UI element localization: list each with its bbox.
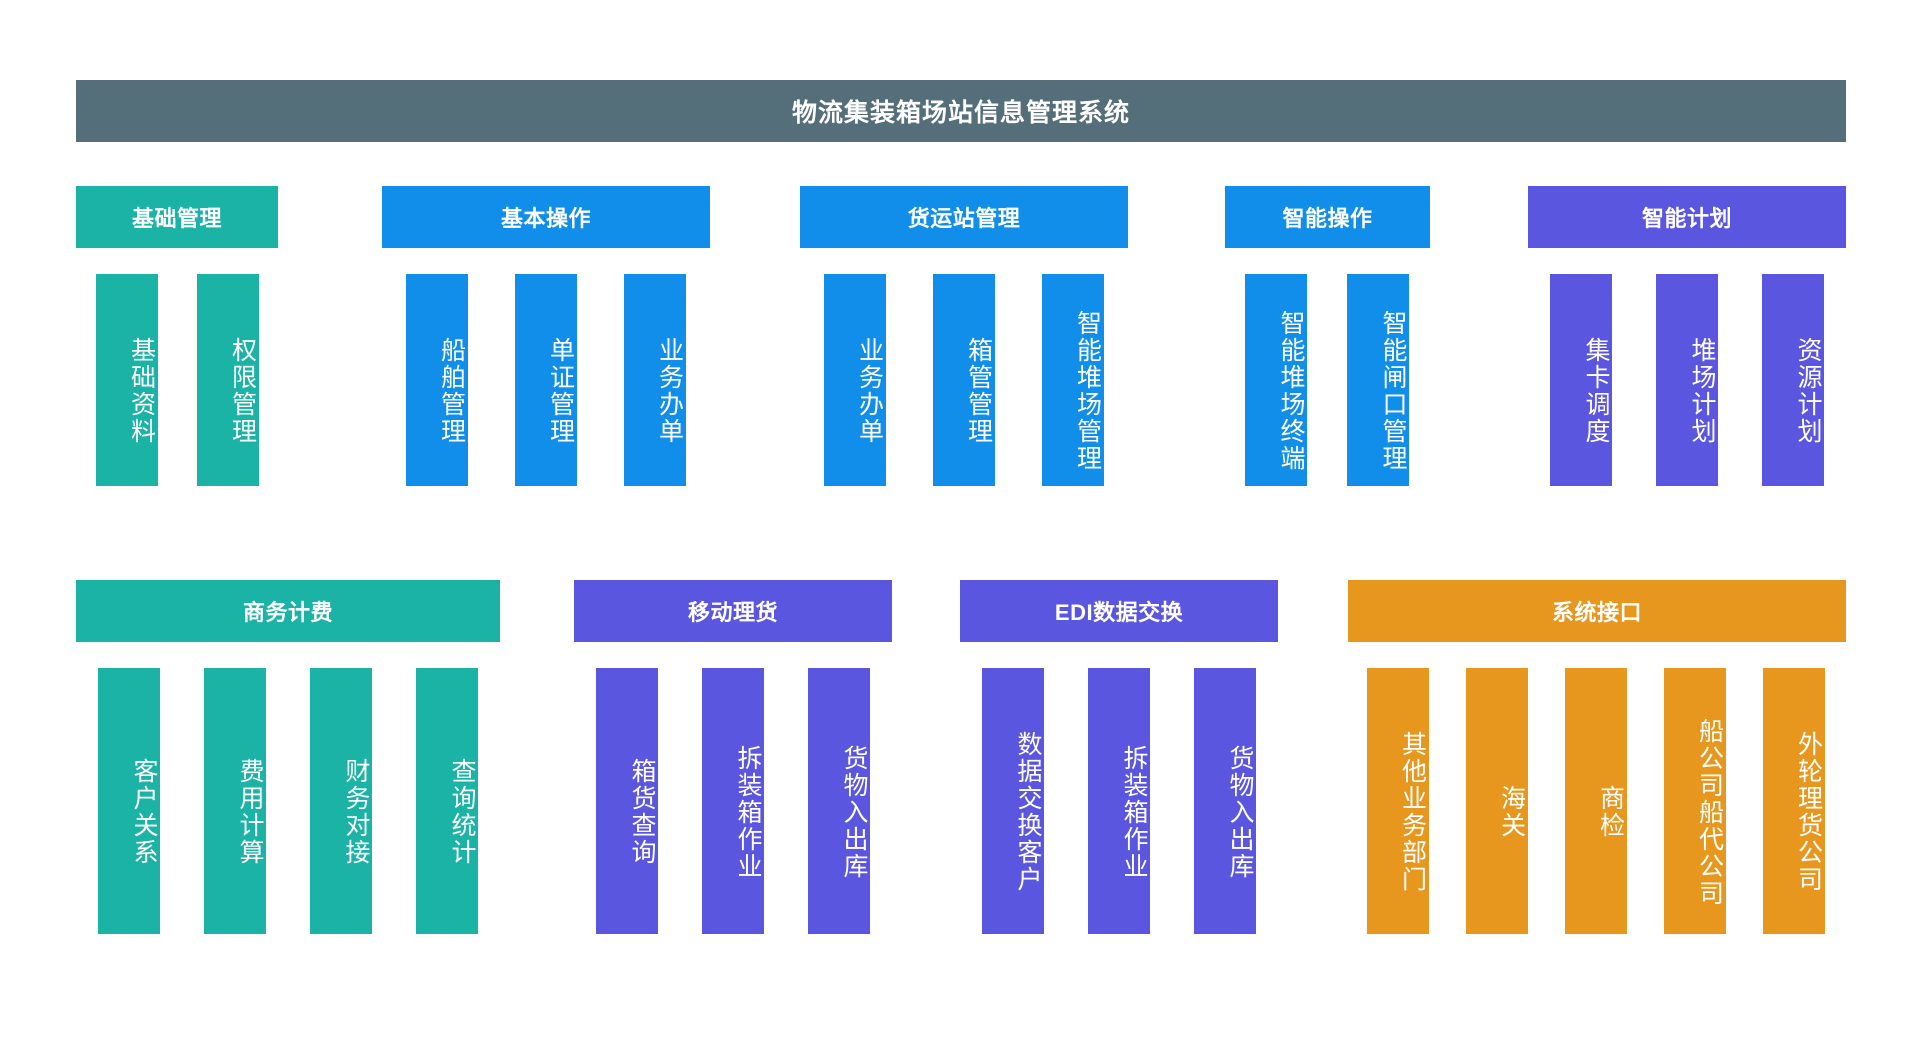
group-children-edi-exchange: 数据交换客户 拆装箱作业 货物入出库 <box>960 668 1278 934</box>
module-card[interactable]: 商检 <box>1564 668 1627 934</box>
module-label: 查询统计 <box>448 758 476 866</box>
module-label: 拆装箱作业 <box>734 744 762 880</box>
page-title: 物流集装箱场站信息管理系统 <box>791 99 1130 127</box>
group-header-freight-station[interactable]: 货运站管理 <box>800 186 1128 248</box>
module-card[interactable]: 业务办单 <box>823 274 886 486</box>
group-children-smart-ops: 智能堆场终端 智能闸口管理 <box>1225 274 1430 486</box>
module-label: 海关 <box>1497 785 1526 839</box>
module-card[interactable]: 箱货查询 <box>596 668 658 934</box>
module-label: 货物入出库 <box>1226 744 1254 880</box>
module-card[interactable]: 货物入出库 <box>1194 668 1256 934</box>
module-label: 货物入出库 <box>840 744 868 880</box>
module-label: 外轮理货公司 <box>1794 731 1823 893</box>
module-card[interactable]: 基础资料 <box>95 274 158 486</box>
group-label: 智能计划 <box>1641 206 1732 231</box>
group-label: 智能操作 <box>1282 206 1373 231</box>
module-label: 权限管理 <box>228 337 257 445</box>
module-card[interactable]: 数据交换客户 <box>982 668 1044 934</box>
group-children-smart-plan: 集卡调度 堆场计划 资源计划 <box>1528 274 1846 486</box>
group-header-business-billing[interactable]: 商务计费 <box>76 580 500 642</box>
group-smart-plan[interactable]: 智能计划 集卡调度 堆场计划 资源计划 <box>1528 186 1846 486</box>
group-label: 货运站管理 <box>907 206 1021 231</box>
module-label: 拆装箱作业 <box>1120 744 1148 880</box>
group-header-mobile-tally[interactable]: 移动理货 <box>574 580 892 642</box>
module-label: 堆场计划 <box>1688 337 1716 445</box>
module-label: 单证管理 <box>546 337 575 445</box>
module-card[interactable]: 堆场计划 <box>1656 274 1718 486</box>
module-card[interactable]: 智能闸口管理 <box>1347 274 1409 486</box>
module-card[interactable]: 箱管管理 <box>932 274 995 486</box>
group-children-system-interface: 其他业务部门 海关 商检 船公司船代公司 外轮理货公司 <box>1348 668 1846 934</box>
group-children-business-billing: 客户关系 费用计算 财务对接 查询统计 <box>76 668 500 934</box>
module-label: 基础资料 <box>127 337 156 445</box>
group-children-basic-ops: 船舶管理 单证管理 业务办单 <box>382 274 710 486</box>
module-label: 费用计算 <box>236 758 264 866</box>
module-card[interactable]: 其他业务部门 <box>1366 668 1429 934</box>
module-card[interactable]: 集卡调度 <box>1550 274 1612 486</box>
group-label: 基本操作 <box>500 206 591 231</box>
module-label: 船公司船代公司 <box>1695 717 1724 907</box>
module-label: 数据交换客户 <box>1014 731 1042 893</box>
system-title-bar: 物流集装箱场站信息管理系统 <box>76 80 1846 142</box>
group-mobile-tally[interactable]: 移动理货 箱货查询 拆装箱作业 货物入出库 <box>574 580 892 934</box>
group-header-smart-plan[interactable]: 智能计划 <box>1528 186 1846 248</box>
module-card[interactable]: 单证管理 <box>514 274 577 486</box>
module-label: 集卡调度 <box>1582 337 1610 445</box>
group-smart-ops[interactable]: 智能操作 智能堆场终端 智能闸口管理 <box>1225 186 1430 486</box>
module-label: 箱管管理 <box>964 337 993 445</box>
module-label: 船舶管理 <box>437 337 466 445</box>
module-label: 智能堆场终端 <box>1277 310 1305 472</box>
module-card[interactable]: 智能堆场终端 <box>1245 274 1307 486</box>
module-label: 客户关系 <box>130 758 158 866</box>
module-label: 财务对接 <box>342 758 370 866</box>
module-label: 资源计划 <box>1794 337 1822 445</box>
module-card[interactable]: 海关 <box>1465 668 1528 934</box>
module-label: 智能闸口管理 <box>1379 310 1407 472</box>
module-label: 商检 <box>1596 785 1625 839</box>
module-card[interactable]: 财务对接 <box>310 668 372 934</box>
module-card[interactable]: 智能堆场管理 <box>1041 274 1104 486</box>
module-label: 业务办单 <box>655 337 684 445</box>
module-card[interactable]: 船舶管理 <box>405 274 468 486</box>
group-header-basic-mgmt[interactable]: 基础管理 <box>76 186 278 248</box>
module-card[interactable]: 外轮理货公司 <box>1762 668 1825 934</box>
module-card[interactable]: 拆装箱作业 <box>702 668 764 934</box>
group-children-freight-station: 业务办单 箱管管理 智能堆场管理 <box>800 274 1128 486</box>
group-label: 基础管理 <box>131 206 222 231</box>
module-card[interactable]: 资源计划 <box>1762 274 1824 486</box>
group-basic-mgmt[interactable]: 基础管理 基础资料 权限管理 <box>76 186 278 486</box>
module-card[interactable]: 查询统计 <box>416 668 478 934</box>
module-card[interactable]: 货物入出库 <box>808 668 870 934</box>
group-label: 移动理货 <box>687 600 778 625</box>
group-business-billing[interactable]: 商务计费 客户关系 费用计算 财务对接 查询统计 <box>76 580 500 934</box>
module-card[interactable]: 客户关系 <box>98 668 160 934</box>
group-children-basic-mgmt: 基础资料 权限管理 <box>76 274 278 486</box>
module-card[interactable]: 费用计算 <box>204 668 266 934</box>
group-header-smart-ops[interactable]: 智能操作 <box>1225 186 1430 248</box>
group-basic-ops[interactable]: 基本操作 船舶管理 单证管理 业务办单 <box>382 186 710 486</box>
module-card[interactable]: 船公司船代公司 <box>1663 668 1726 934</box>
module-label: 箱货查询 <box>628 758 656 866</box>
group-header-edi-exchange[interactable]: EDI数据交换 <box>960 580 1278 642</box>
group-header-system-interface[interactable]: 系统接口 <box>1348 580 1846 642</box>
group-freight-station[interactable]: 货运站管理 业务办单 箱管管理 智能堆场管理 <box>800 186 1128 486</box>
module-label: 其他业务部门 <box>1398 731 1427 893</box>
group-edi-exchange[interactable]: EDI数据交换 数据交换客户 拆装箱作业 货物入出库 <box>960 580 1278 934</box>
module-label: 业务办单 <box>855 337 884 445</box>
group-header-basic-ops[interactable]: 基本操作 <box>382 186 710 248</box>
group-label: 系统接口 <box>1551 600 1642 625</box>
module-label: 智能堆场管理 <box>1073 310 1102 472</box>
group-label: 商务计费 <box>242 600 333 625</box>
group-system-interface[interactable]: 系统接口 其他业务部门 海关 商检 船公司船代公司 <box>1348 580 1846 934</box>
group-label: EDI数据交换 <box>1054 600 1184 625</box>
group-children-mobile-tally: 箱货查询 拆装箱作业 货物入出库 <box>574 668 892 934</box>
module-card[interactable]: 拆装箱作业 <box>1088 668 1150 934</box>
module-card[interactable]: 业务办单 <box>623 274 686 486</box>
module-card[interactable]: 权限管理 <box>196 274 259 486</box>
